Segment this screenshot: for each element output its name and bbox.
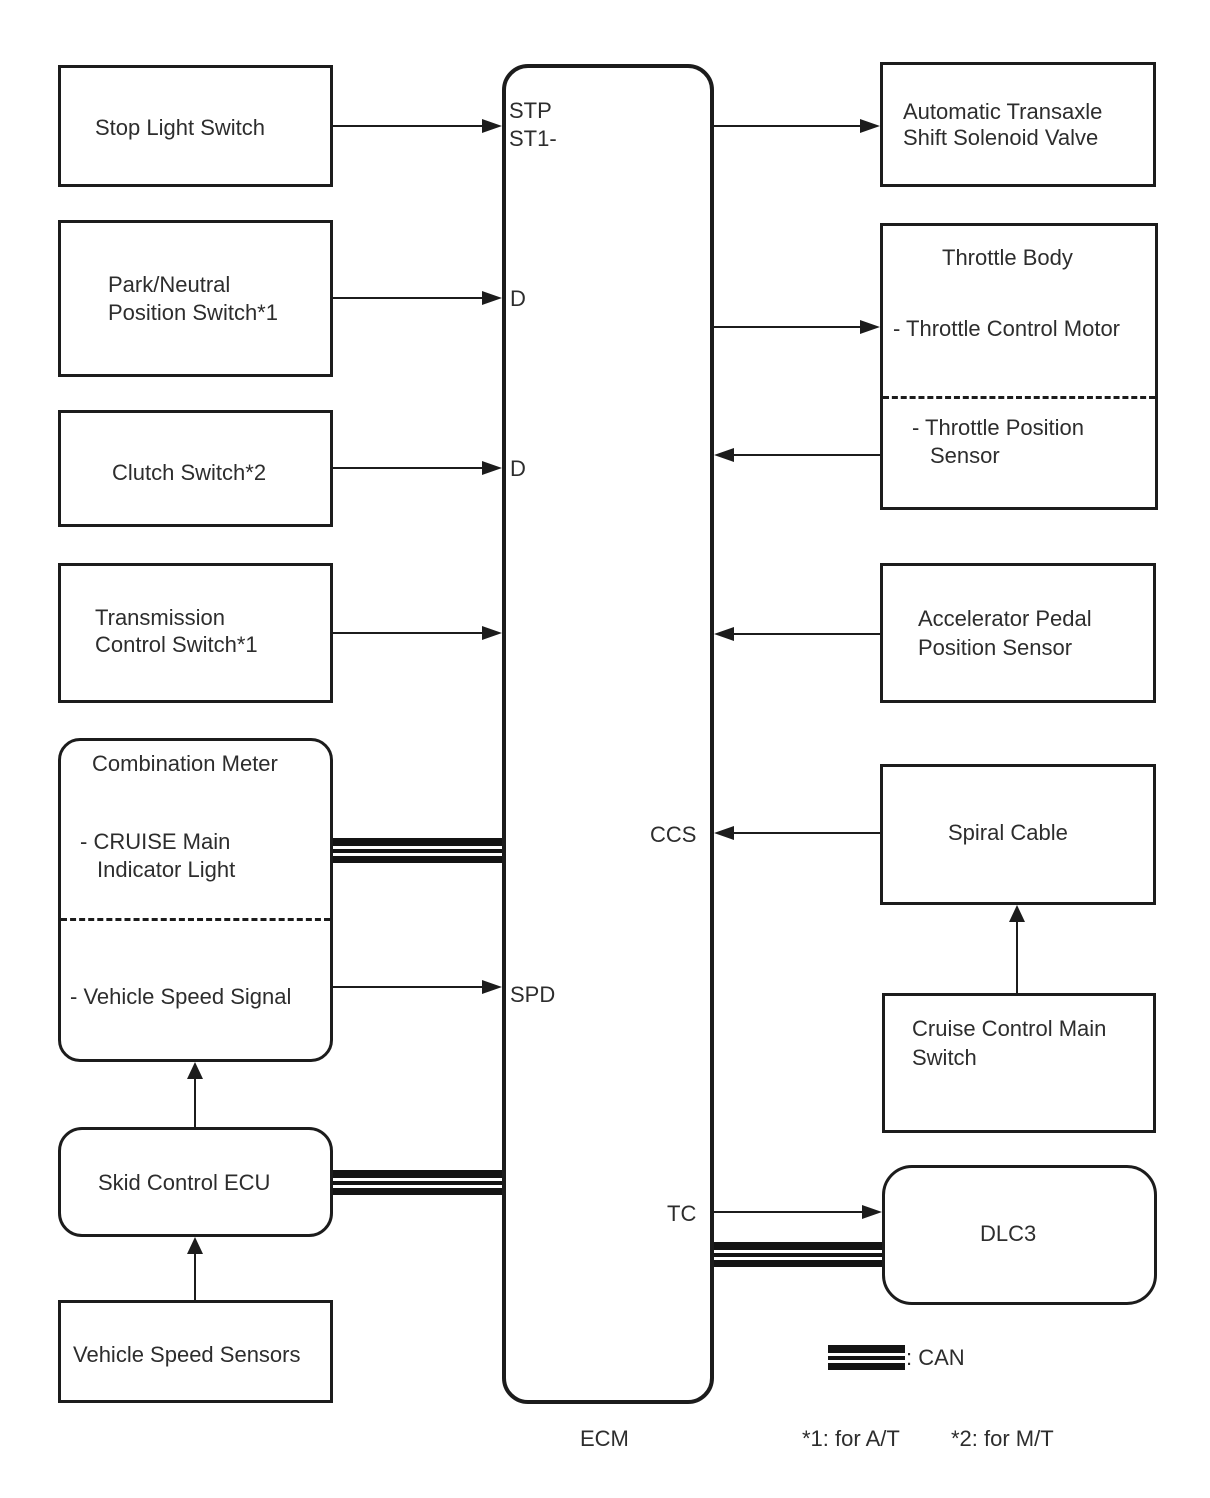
automatic-transaxle-label-line2: Shift Solenoid Valve bbox=[903, 125, 1099, 150]
combination-meter-divider bbox=[61, 918, 330, 921]
spiral-cable-label: Spiral Cable bbox=[948, 820, 1068, 845]
skid-control-ecu-label: Skid Control ECU bbox=[98, 1170, 271, 1195]
ecm-pin-d-park-neutral: D bbox=[510, 286, 526, 311]
vehicle-speed-sensors-label: Vehicle Speed Sensors bbox=[73, 1342, 301, 1367]
ecm-pin-ccs: CCS bbox=[650, 822, 697, 847]
wire-stop-light-to-ecm bbox=[333, 125, 483, 127]
box-skid-control-ecu bbox=[58, 1127, 333, 1237]
footnote-2: *2: for M/T bbox=[951, 1426, 1054, 1451]
can-legend-symbol bbox=[828, 1345, 905, 1370]
transmission-label-line1: Transmission bbox=[95, 605, 225, 630]
can-bus-combination-meter-ecm bbox=[333, 838, 502, 863]
automatic-transaxle-label-line1: Automatic Transaxle bbox=[903, 99, 1103, 124]
ecm-pin-tc: TC bbox=[667, 1201, 697, 1226]
footnote-1: *1: for A/T bbox=[802, 1426, 900, 1451]
arrowhead-tc-to-dlc3 bbox=[862, 1205, 882, 1219]
box-automatic-transaxle-shift-solenoid-valve bbox=[880, 62, 1156, 187]
box-spiral-cable bbox=[880, 764, 1156, 905]
box-transmission-control-switch bbox=[58, 563, 333, 703]
wire-ecm-to-throttle-control-motor bbox=[714, 326, 860, 328]
vehicle-speed-signal-label: - Vehicle Speed Signal bbox=[70, 984, 292, 1009]
arrowhead-ecm-to-automatic-transaxle bbox=[860, 119, 880, 133]
wire-throttle-position-sensor-to-ecm bbox=[734, 454, 880, 456]
wire-accelerator-pedal-to-ecm bbox=[734, 633, 880, 635]
accelerator-pedal-label-line1: Accelerator Pedal bbox=[918, 606, 1092, 631]
arrowhead-ecm-to-throttle-control-motor bbox=[860, 320, 880, 334]
ecm-pin-d-clutch: D bbox=[510, 456, 526, 481]
arrowhead-spiral-cable-to-ccs bbox=[714, 826, 734, 840]
arrowhead-transmission-to-ecm bbox=[482, 626, 502, 640]
box-cruise-control-main-switch bbox=[882, 993, 1156, 1133]
arrowhead-skid-control-to-combination-meter bbox=[187, 1062, 203, 1079]
park-neutral-label-line2: Position Switch*1 bbox=[108, 300, 278, 325]
arrowhead-clutch-to-ecm bbox=[482, 461, 502, 475]
wire-cruise-main-switch-to-spiral-cable bbox=[1016, 920, 1018, 993]
wire-vehicle-speed-signal-to-spd bbox=[333, 986, 483, 988]
combination-meter-title: Combination Meter bbox=[92, 751, 278, 776]
throttle-body-divider bbox=[883, 396, 1155, 399]
wire-vehicle-speed-sensors-to-skid-control bbox=[194, 1252, 196, 1300]
arrowhead-vehicle-speed-sensors-to-skid-control bbox=[187, 1237, 203, 1254]
throttle-body-title: Throttle Body bbox=[942, 245, 1073, 270]
wire-tc-to-dlc3 bbox=[714, 1211, 862, 1213]
wire-skid-control-to-combination-meter bbox=[194, 1077, 196, 1127]
box-ecm bbox=[502, 64, 714, 1404]
arrowhead-accelerator-pedal-to-ecm bbox=[714, 627, 734, 641]
wire-spiral-cable-to-ccs bbox=[734, 832, 880, 834]
ecm-pin-st1: ST1- bbox=[509, 126, 557, 151]
wire-ecm-to-automatic-transaxle bbox=[714, 125, 860, 127]
stop-light-switch-label: Stop Light Switch bbox=[95, 115, 265, 140]
ecm-pin-spd: SPD bbox=[510, 982, 556, 1007]
ecm-label: ECM bbox=[580, 1426, 629, 1451]
can-bus-skid-control-ecm bbox=[333, 1170, 502, 1195]
box-park-neutral-position-switch bbox=[58, 220, 333, 377]
box-throttle-body bbox=[880, 223, 1158, 510]
throttle-position-sensor-label-line1: - Throttle Position bbox=[912, 415, 1085, 440]
cruise-control-main-switch-label-line1: Cruise Control Main bbox=[912, 1016, 1107, 1041]
can-bus-ecm-dlc3 bbox=[714, 1242, 882, 1267]
accelerator-pedal-label-line2: Position Sensor bbox=[918, 635, 1073, 660]
can-legend-label: : CAN bbox=[906, 1345, 965, 1370]
clutch-switch-label: Clutch Switch*2 bbox=[112, 460, 267, 485]
wire-clutch-to-ecm bbox=[333, 467, 483, 469]
arrowhead-stop-light-to-ecm bbox=[482, 119, 502, 133]
transmission-label-line2: Control Switch*1 bbox=[95, 632, 258, 657]
box-vehicle-speed-sensors bbox=[58, 1300, 333, 1403]
wire-transmission-to-ecm bbox=[333, 632, 483, 634]
wire-park-neutral-to-ecm bbox=[333, 297, 483, 299]
arrowhead-cruise-main-switch-to-spiral-cable bbox=[1009, 905, 1025, 922]
throttle-control-motor-label: - Throttle Control Motor bbox=[893, 316, 1121, 341]
dlc3-label: DLC3 bbox=[980, 1221, 1037, 1246]
box-combination-meter bbox=[58, 738, 333, 1062]
cruise-control-main-switch-label-line2: Switch bbox=[912, 1045, 977, 1070]
throttle-position-sensor-label-line2: Sensor bbox=[930, 443, 1000, 468]
box-clutch-switch bbox=[58, 410, 333, 527]
box-dlc3 bbox=[882, 1165, 1157, 1305]
arrowhead-throttle-position-sensor-to-ecm bbox=[714, 448, 734, 462]
park-neutral-label-line1: Park/Neutral bbox=[108, 272, 231, 297]
arrowhead-vehicle-speed-signal-to-spd bbox=[482, 980, 502, 994]
box-stop-light-switch bbox=[58, 65, 333, 187]
arrowhead-park-neutral-to-ecm bbox=[482, 291, 502, 305]
cruise-main-indicator-label-line2: Indicator Light bbox=[97, 857, 236, 882]
box-accelerator-pedal-position-sensor bbox=[880, 563, 1156, 703]
cruise-main-indicator-label-line1: - CRUISE Main bbox=[80, 829, 231, 854]
ecm-pin-stp: STP bbox=[509, 98, 552, 123]
